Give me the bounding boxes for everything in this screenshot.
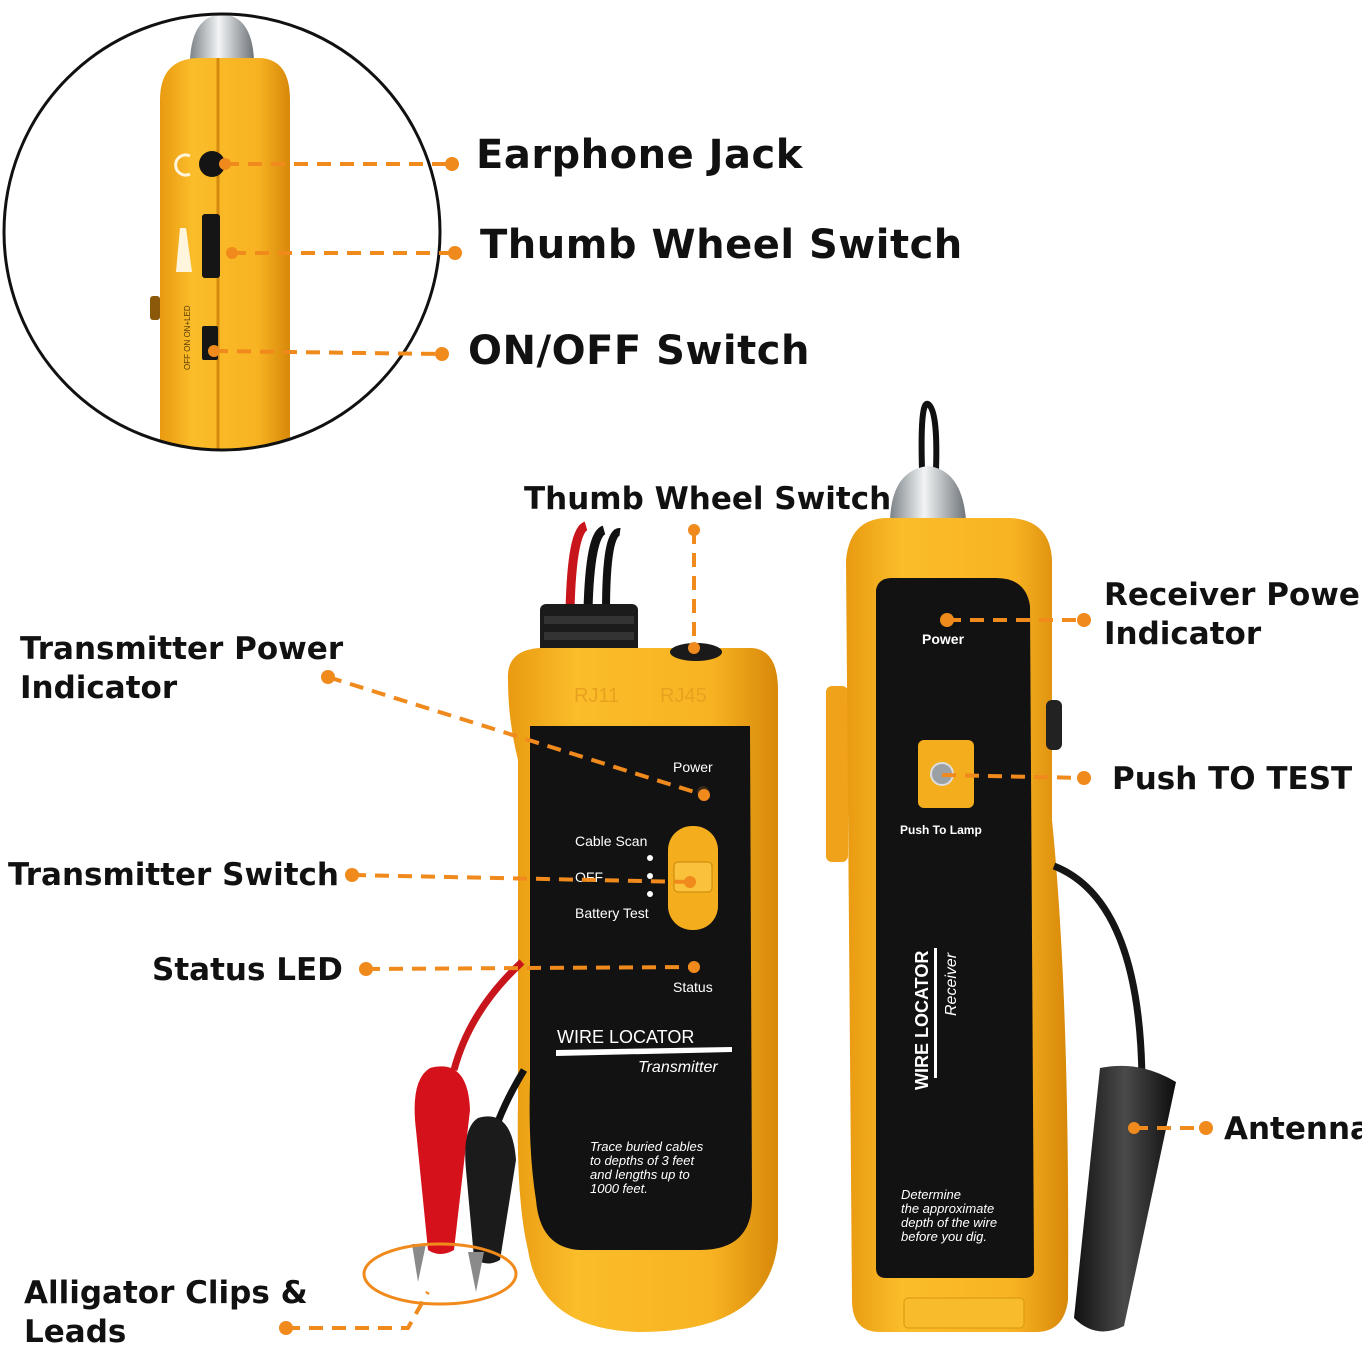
callout-alligator-line1: Alligator Clips & [24, 1275, 308, 1311]
transmitter-desc-1: Trace buried cables [590, 1139, 704, 1154]
red-clip-icon [414, 1066, 470, 1254]
inset-device-print: OFF ON ON+LED [183, 305, 192, 370]
thumb-wheel-icon [202, 214, 220, 278]
callout-receiver-power-line1: Receiver Power [1104, 577, 1362, 613]
transmitter-brand: WIRE LOCATOR [557, 1027, 694, 1047]
callout-status-led: Status LED [152, 952, 343, 988]
callout-alligator-line2: Leads [24, 1313, 127, 1350]
receiver-desc-4: before you dig. [901, 1229, 987, 1244]
receiver-side-body [160, 58, 290, 450]
callout-on-off: ON/OFF Switch [468, 328, 810, 374]
receiver-probe-icon [890, 466, 966, 520]
leader-transmitter-switch [351, 873, 691, 884]
port-rj11-label: RJ11 [574, 685, 619, 707]
callout-push-to-test: Push TO TEST [1112, 761, 1353, 797]
receiver: Power Push To Lamp WIRE LOCATOR Receiver… [826, 400, 1176, 1332]
callout-receiver-power-line2: Indicator [1104, 615, 1262, 652]
antenna-icon [1074, 1065, 1176, 1332]
transmitter-model: Transmitter [638, 1059, 718, 1076]
switch-pos-battery-test: Battery Test [575, 905, 649, 921]
transmitter-power-text: Power [673, 759, 713, 775]
leader-transmitter-power [327, 675, 705, 797]
callout-thumb-wheel-inset: Thumb Wheel Switch [480, 222, 963, 268]
receiver-panel [876, 578, 1034, 1278]
port-rj45-label: RJ45 [660, 685, 707, 707]
inset-frame [2, 12, 442, 452]
receiver-desc-1: Determine [901, 1187, 961, 1202]
callout-antenna: Antenna [1224, 1111, 1362, 1147]
receiver-push-text: Push To Lamp [900, 823, 982, 837]
leader-on-off [213, 349, 441, 356]
receiver-power-text: Power [922, 631, 965, 647]
leader-status-led [365, 965, 695, 971]
transmitter-desc-3: and lengths up to [590, 1167, 690, 1182]
receiver-model: Receiver [943, 952, 960, 1016]
receiver-desc-2: the approximate [901, 1201, 994, 1216]
callout-transmitter-power: Transmitter Power Indicator [20, 630, 343, 708]
earphone-jack-icon [199, 151, 225, 177]
callout-alligator: Alligator Clips & Leads [24, 1274, 308, 1352]
probe-tip-icon [190, 14, 254, 60]
transmitter-desc-4: 1000 feet. [590, 1181, 648, 1196]
black-clip-icon [465, 1116, 516, 1264]
transmitter-desc-2: to depths of 3 feet [590, 1153, 695, 1168]
receiver-desc-3: depth of the wire [901, 1215, 997, 1230]
switch-pos-cable-scan: Cable Scan [575, 833, 647, 849]
callout-transmitter-switch: Transmitter Switch [8, 857, 339, 893]
callout-earphone-jack: Earphone Jack [476, 132, 803, 178]
callout-transmitter-power-line2: Indicator [20, 669, 178, 706]
callout-thumb-wheel: Thumb Wheel Switch [524, 481, 892, 517]
status-text: Status [673, 979, 713, 995]
callout-transmitter-power-line1: Transmitter Power [20, 631, 344, 667]
callout-receiver-power: Receiver Power Indicator [1104, 576, 1362, 654]
receiver-brand: WIRE LOCATOR [912, 951, 932, 1090]
transmitter: RJ11 RJ45 Power Cable Scan OFF Battery T… [412, 521, 778, 1332]
inset-zoom: OFF ON ON+LED [2, 12, 462, 452]
switch-pos-off: OFF [575, 869, 603, 885]
leader-push-to-test [941, 773, 1085, 780]
alligator-highlight [362, 1242, 518, 1306]
